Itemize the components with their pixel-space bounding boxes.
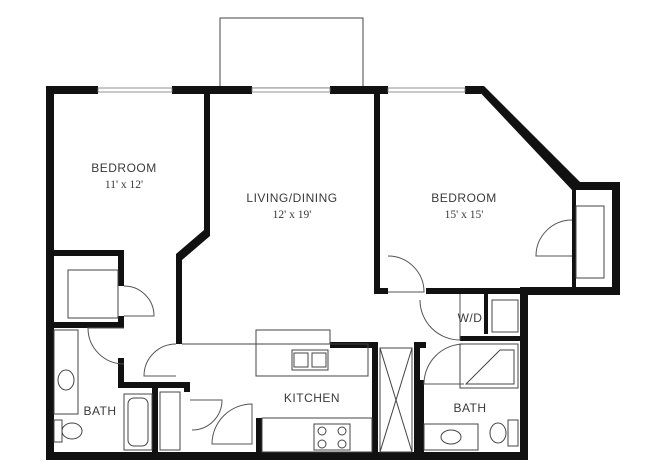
living-size: 12' x 19' [273,209,312,221]
windows [97,87,466,93]
bedroom2-size: 15' x 15' [445,209,484,221]
doors [87,219,573,445]
bedroom1-label: BEDROOM [91,161,157,175]
fixtures [53,205,605,453]
bath2-label: BATH [453,401,486,415]
bedroom1-size: 11' x 12' [105,179,143,191]
interior-walls [46,86,576,456]
living-label: LIVING/DINING [246,191,337,205]
kitchen-label: KITCHEN [284,391,340,405]
bath1-label: BATH [83,404,116,418]
exterior-walls [46,86,620,460]
washer-dryer-label: W/D [458,311,483,325]
balcony [219,17,364,89]
bedroom2-label: BEDROOM [431,191,497,205]
